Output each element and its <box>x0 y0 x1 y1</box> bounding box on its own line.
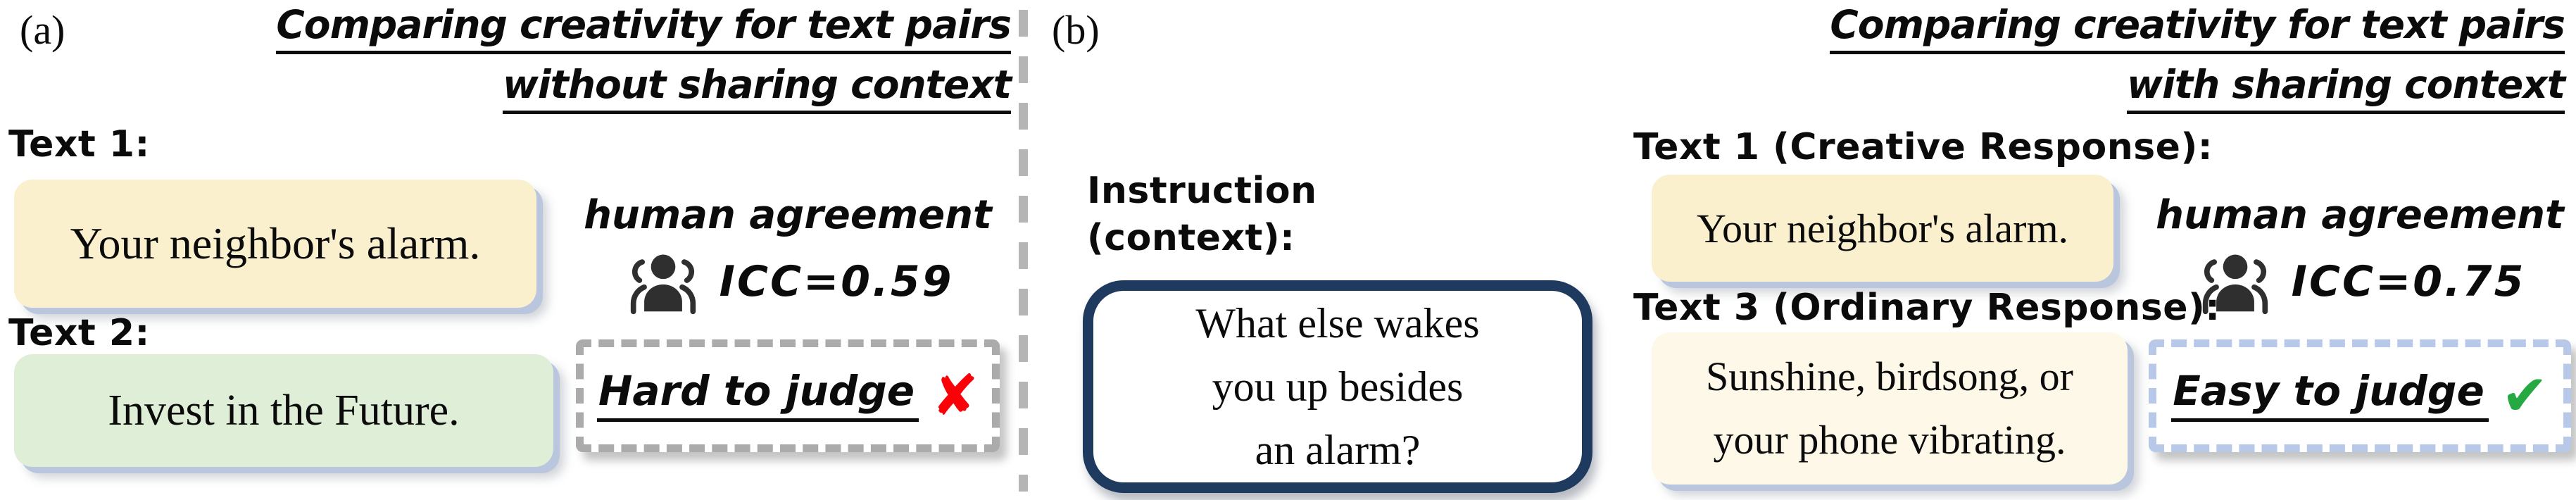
text1-label: Text 1: <box>8 123 150 165</box>
panel-a-tag: (a) <box>20 7 65 53</box>
text2-label: Text 2: <box>8 312 150 354</box>
verdict-text: Hard to judge <box>596 370 919 422</box>
cross-icon: ✘ <box>931 363 979 428</box>
panel-a-agreement-column: human agreement ICC=0.59 <box>576 196 1000 452</box>
panel-b-title-line1: Comparing creativity for text pairs <box>1830 6 2565 54</box>
panel-divider <box>1019 10 1028 492</box>
panel-b-title-line2: with sharing context <box>1830 65 2565 114</box>
text1-creative-value: Your neighbor's alarm. <box>1696 205 2069 251</box>
icc-row: ICC=0.59 <box>622 246 954 317</box>
icc-value: ICC=0.75 <box>2291 257 2526 306</box>
verdict-box-hard: Hard to judge ✘ <box>576 339 1000 452</box>
instruction-label: Instruction (context): <box>1087 170 1317 259</box>
text3-ordinary-box: Sunshine, birdsong, or your phone vibrat… <box>1652 332 2128 485</box>
panel-a-title-line2: without sharing context <box>276 65 1012 114</box>
people-group-icon <box>2194 246 2276 317</box>
text2-value: Invest in the Future. <box>108 386 460 435</box>
verdict-text: Easy to judge <box>2171 370 2489 422</box>
panel-a-title-line1: Comparing creativity for text pairs <box>276 6 1012 54</box>
text3-value-line1: Sunshine, birdsong, or <box>1706 354 2073 400</box>
text1-creative-box: Your neighbor's alarm. <box>1652 175 2113 282</box>
check-icon: ✔ <box>2501 363 2549 428</box>
instruction-context-box: What else wakes you up besides an alarm? <box>1083 280 1592 493</box>
human-agreement-label: human agreement <box>584 192 992 238</box>
text3-value-line2: your phone vibrating. <box>1713 417 2066 463</box>
panel-a-title: Comparing creativity for text pairs with… <box>276 6 1012 125</box>
instruction-text-line2: you up besides <box>1212 363 1464 410</box>
people-group-icon <box>622 246 704 317</box>
text1-box: Your neighbor's alarm. <box>14 180 536 308</box>
instruction-text-line3: an alarm? <box>1255 427 1421 473</box>
instruction-text-line1: What else wakes <box>1195 300 1480 346</box>
verdict-box-easy: Easy to judge ✔ <box>2149 339 2571 452</box>
panel-a: (a) Comparing creativity for text pairs … <box>0 0 1021 500</box>
icc-row: ICC=0.75 <box>2194 246 2526 317</box>
panel-b-agreement-column: human agreement ICC=0.75 <box>2149 196 2571 452</box>
text3-ordinary-label: Text 3 (Ordinary Response): <box>1633 287 2220 329</box>
icc-value: ICC=0.59 <box>719 257 954 306</box>
text1-value: Your neighbor's alarm. <box>70 218 481 268</box>
panel-b-title: Comparing creativity for text pairs with… <box>1830 6 2565 125</box>
panel-b-tag: (b) <box>1052 7 1100 53</box>
panel-b: (b) Comparing creativity for text pairs … <box>1035 0 2576 500</box>
text1-creative-label: Text 1 (Creative Response): <box>1633 126 2213 168</box>
human-agreement-label: human agreement <box>2156 192 2564 238</box>
text2-box: Invest in the Future. <box>14 354 553 467</box>
